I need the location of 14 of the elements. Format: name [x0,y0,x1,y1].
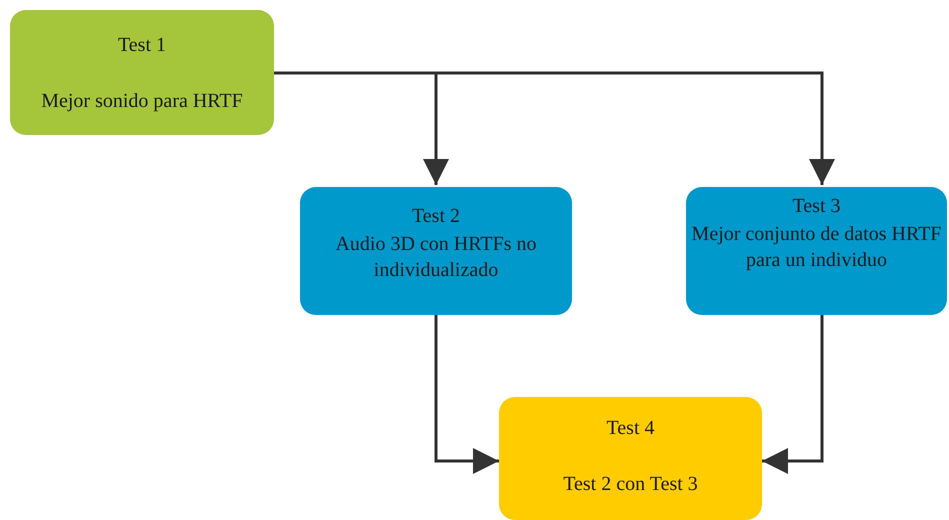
box-text: Test 2 con Test 3 [563,472,698,497]
process-box [10,10,274,135]
box-text: Audio 3D con HRTFs no individualizado [334,232,538,283]
arrow [762,315,824,474]
process-box [686,187,947,315]
box-title: Test 1 [118,33,166,58]
process-box [300,187,572,315]
box-title: Test 2 [412,204,460,229]
process-box [499,397,762,520]
box-text: Mejor sonido para HRTF [41,89,243,114]
box-text: Mejor conjunto de datos HRTF para un individuo [692,222,942,273]
box-title: Test 3 [792,194,841,219]
arrow [434,315,499,474]
box-title: Test 4 [606,416,655,441]
